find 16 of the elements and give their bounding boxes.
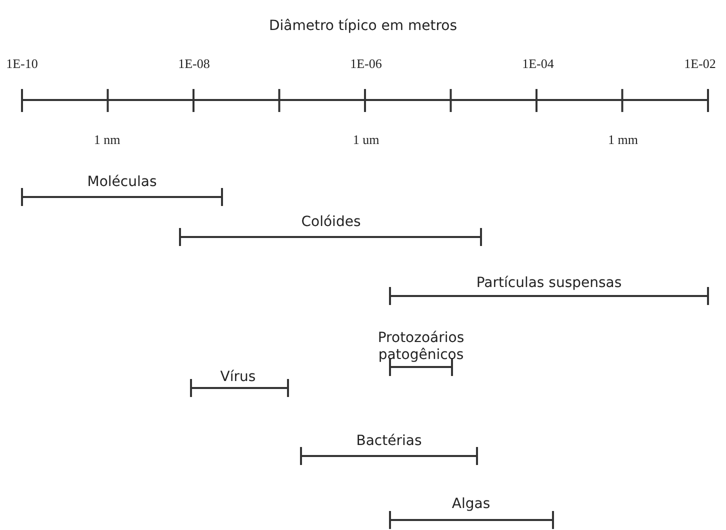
range-label: Moléculas xyxy=(87,174,157,191)
range-label: Algas xyxy=(452,496,490,513)
range-label: Bactérias xyxy=(356,433,422,450)
tick-label: 1E-08 xyxy=(178,55,210,72)
tick-label: 1E-04 xyxy=(522,55,554,72)
chart-title: Diâmetro típico em metros xyxy=(268,18,458,35)
range-label: Partículas suspensas xyxy=(476,275,622,292)
range-label: Colóides xyxy=(301,214,361,231)
range-label: Protozoários patogênicos xyxy=(376,330,466,364)
tick-label: 1E-02 xyxy=(684,55,716,72)
range-label: Vírus xyxy=(220,369,256,386)
tick-label: 1E-06 xyxy=(350,55,382,72)
unit-label: 1 um xyxy=(352,131,380,148)
unit-label: 1 nm xyxy=(94,131,120,148)
unit-label: 1 mm xyxy=(608,131,638,148)
tick-label: 1E-10 xyxy=(6,55,38,72)
